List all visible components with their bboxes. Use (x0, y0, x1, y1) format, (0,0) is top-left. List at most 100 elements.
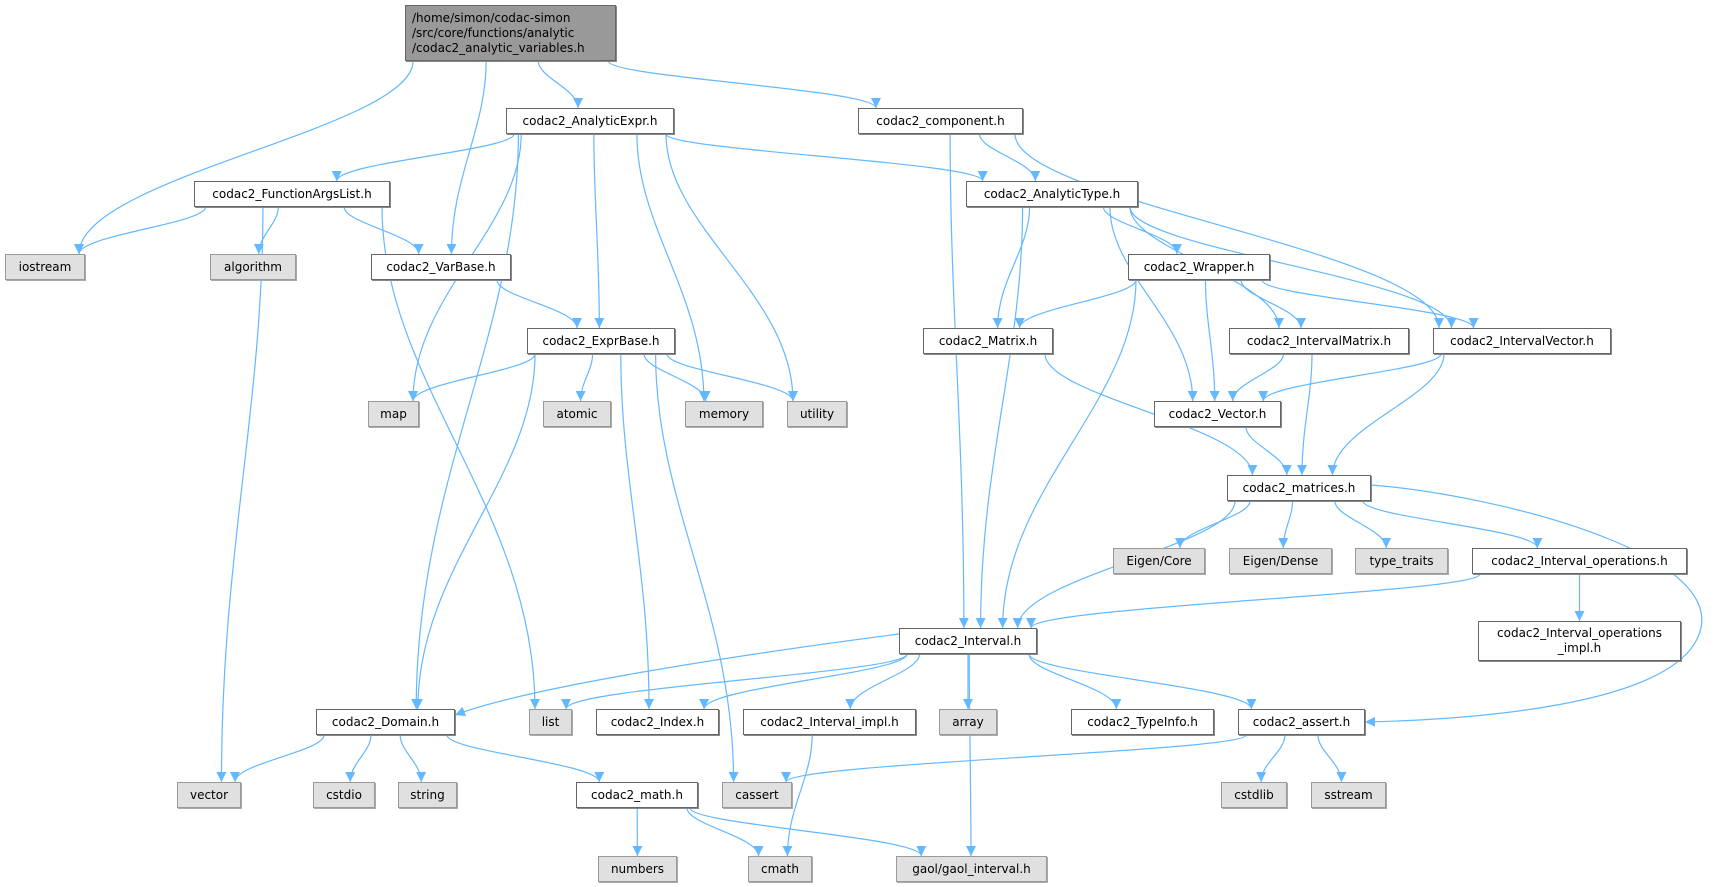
edge-functionargslist-to-list (381, 206, 540, 710)
edge-analyticexpr-to-exprbase (593, 133, 605, 329)
edge-exprbase-to-memory (643, 353, 711, 402)
edge-wrapper-to-interval (997, 279, 1137, 629)
node-array: array (939, 709, 997, 735)
node-memory: memory (685, 401, 763, 427)
node-index[interactable]: codac2_Index.h (596, 709, 719, 735)
node-math[interactable]: codac2_math.h (576, 782, 698, 808)
edge-interval-to-list (561, 653, 908, 710)
node-matrix[interactable]: codac2_Matrix.h (923, 328, 1053, 354)
node-cstdlib: cstdlib (1221, 782, 1287, 808)
node-interval-operations-impl[interactable]: codac2_Interval_operations _impl.h (1478, 621, 1681, 661)
edge-assert-to-cassert (781, 734, 1247, 783)
edge-analytictype-to-intervalvector (1129, 206, 1457, 329)
node-utility: utility (787, 401, 847, 427)
edge-interval-to-domain (454, 633, 900, 717)
edge-analytictype-to-matrix (992, 206, 1031, 329)
edge-wrapper-to-intervalmatrix (1240, 279, 1306, 329)
edge-wrapper-to-intervalvector (1261, 279, 1479, 329)
edge-root-to-analyticexpr (537, 60, 584, 109)
node-assert[interactable]: codac2_assert.h (1238, 709, 1365, 735)
node-analyticexpr[interactable]: codac2_AnalyticExpr.h (506, 108, 674, 134)
node-component[interactable]: codac2_component.h (858, 108, 1023, 134)
edge-matrices-to-eigendense (1278, 500, 1294, 549)
edge-matrices-to-intervalops (1362, 500, 1543, 549)
edge-analytictype-to-interval (975, 206, 1024, 629)
node-functionargslist[interactable]: codac2_FunctionArgsList.h (194, 181, 390, 207)
edge-intervalmatrix-to-matrices (1297, 353, 1313, 476)
edge-math-to-cmath (686, 807, 764, 857)
edge-assert-to-sstream (1317, 734, 1347, 783)
edge-functionargslist-to-vector (216, 206, 264, 783)
node-algorithm: algorithm (210, 254, 296, 280)
edge-exprbase-to-domain (412, 353, 536, 710)
edge-interval-to-typeinfo (1028, 653, 1122, 710)
node-cmath: cmath (748, 856, 812, 882)
node-cassert: cassert (722, 782, 792, 808)
node-cstdio: cstdio (313, 782, 375, 808)
edge-intervalmatrix-to-vector_h (1227, 353, 1285, 402)
edge-analyticexpr-to-utility (665, 133, 798, 402)
node-domain[interactable]: codac2_Domain.h (316, 709, 455, 735)
edge-functionargslist-to-varbase (343, 206, 424, 255)
edge-interval-to-gaol (965, 653, 976, 857)
edge-analyticexpr-to-domain (411, 133, 520, 710)
node-intervalvector[interactable]: codac2_IntervalVector.h (1433, 328, 1611, 354)
edge-analyticexpr-to-analytictype (665, 133, 988, 182)
edge-exprbase-to-atomic (575, 353, 594, 402)
edge-analyticexpr-to-functionargslist (331, 133, 515, 182)
node-list: list (529, 709, 572, 735)
node-eigen-core: Eigen/Core (1113, 548, 1205, 574)
edge-wrapper-to-matrix (1014, 279, 1137, 329)
edge-intervalimpl-to-cmath (782, 734, 813, 857)
edge-domain-to-cstdio (345, 734, 372, 783)
node-interval[interactable]: codac2_Interval.h (899, 628, 1037, 654)
edge-assert-to-cstdlib (1256, 734, 1286, 783)
edge-intervalops-to-interval (1026, 573, 1481, 629)
edge-exprbase-to-utility (666, 353, 798, 402)
node-atomic: atomic (543, 401, 611, 427)
edge-matrices-to-assert (1364, 484, 1703, 727)
edge-root-to-component (607, 60, 881, 109)
edge-root-to-varbase (446, 60, 487, 255)
node-interval-impl[interactable]: codac2_Interval_impl.h (743, 709, 916, 735)
edge-matrices-to-typetraits (1334, 500, 1392, 549)
edge-exprbase-to-map (408, 353, 536, 402)
node-exprbase[interactable]: codac2_ExprBase.h (527, 328, 675, 354)
node-varbase[interactable]: codac2_VarBase.h (371, 254, 511, 280)
edge-intervalvector-to-matrices (1327, 353, 1445, 476)
node-eigen-dense: Eigen/Dense (1229, 548, 1332, 574)
node-matrices[interactable]: codac2_matrices.h (1227, 475, 1371, 501)
edge-analyticexpr-to-memory (636, 133, 709, 402)
edge-domain-to-string (399, 734, 427, 783)
root-file-node[interactable]: /home/simon/codac-simon /src/core/functi… (405, 5, 616, 61)
edge-root-to-iostream (74, 60, 414, 255)
edge-matrix-to-matrices (1044, 353, 1258, 476)
edge-component-to-interval (949, 133, 969, 629)
edge-analytictype-to-vector_h (1109, 206, 1198, 402)
edge-interval-to-assert (1028, 653, 1257, 710)
node-wrapper[interactable]: codac2_Wrapper.h (1128, 254, 1270, 280)
edge-interval-to-index (699, 653, 908, 710)
edge-exprbase-to-cassert (655, 353, 739, 783)
edge-component-to-analytictype (978, 133, 1041, 182)
node-intervalmatrix[interactable]: codac2_IntervalMatrix.h (1229, 328, 1409, 354)
node-type-traits: type_traits (1355, 548, 1448, 574)
node-string: string (398, 782, 457, 808)
edge-varbase-to-exprbase (496, 279, 582, 329)
edge-math-to-gaol (689, 807, 927, 857)
edge-vector_h-to-matrices (1245, 426, 1292, 476)
node-sstream: sstream (1311, 782, 1386, 808)
node-map: map (368, 401, 419, 427)
node-analytictype[interactable]: codac2_AnalyticType.h (966, 181, 1138, 207)
node-interval-operations[interactable]: codac2_Interval_operations.h (1472, 548, 1687, 574)
node-vector-h[interactable]: codac2_Vector.h (1154, 401, 1281, 427)
node-vector: vector (177, 782, 241, 808)
edge-domain-to-math (446, 734, 605, 783)
node-typeinfo[interactable]: codac2_TypeInfo.h (1071, 709, 1214, 735)
edge-functionargslist-to-algorithm (253, 206, 279, 255)
edge-intervalvector-to-vector_h (1258, 353, 1442, 402)
edge-component-to-intervalvector (1014, 133, 1444, 329)
edge-wrapper-to-vector_h (1204, 279, 1220, 402)
